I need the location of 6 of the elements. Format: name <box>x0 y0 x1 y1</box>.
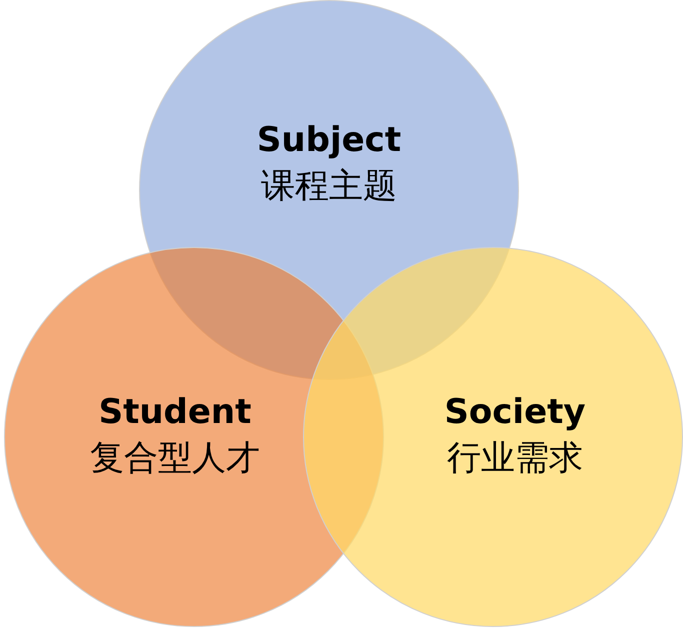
circle-subtitle: 行业需求 <box>446 437 584 480</box>
circle-subtitle: 课程主题 <box>260 165 398 208</box>
circle-title: Society <box>443 391 587 434</box>
circle-title: Student <box>98 391 252 434</box>
circle-title: Subject <box>256 119 402 162</box>
circle-subtitle: 复合型人才 <box>89 437 261 480</box>
